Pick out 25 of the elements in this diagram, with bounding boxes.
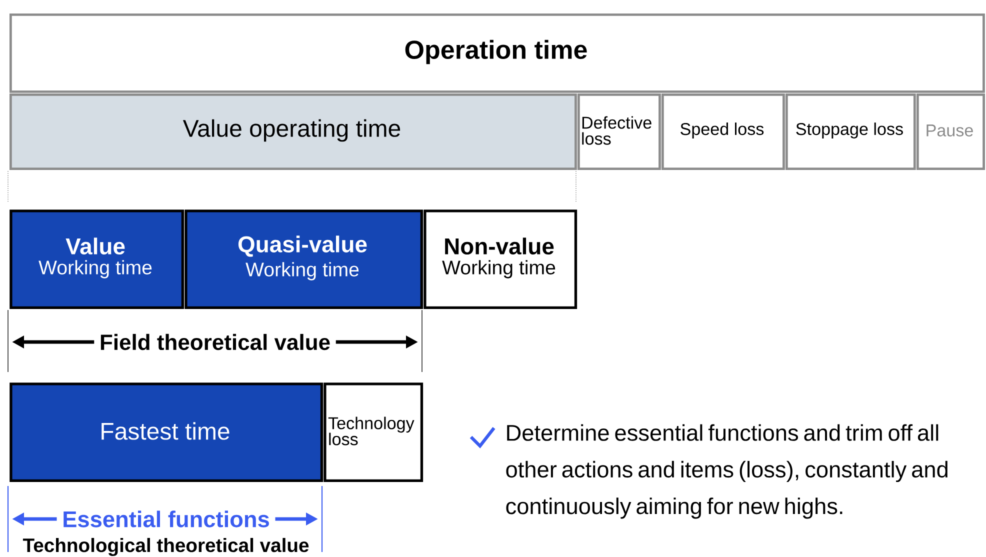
- cell-text: Value Working time: [38, 238, 152, 278]
- time-cell: [9, 93, 577, 170]
- loss-cell: [785, 93, 916, 170]
- cell-text: Non-value Working time: [442, 238, 556, 278]
- time-block: [184, 210, 423, 310]
- loss-cell: [661, 93, 785, 170]
- cell-text: Defective loss: [582, 116, 652, 145]
- time-block: [10, 382, 324, 482]
- dimension-label: Field theoretical value: [94, 332, 336, 352]
- dimension-label: Essential functions: [56, 509, 276, 529]
- cell-text: Operation time: [405, 40, 587, 64]
- cell-text: Fastest time: [102, 422, 230, 440]
- loss-cell: [916, 93, 985, 170]
- note-text: Determine essential functions and trim off all other actions and items (loss), constantly and continuously aiming for new highs.: [506, 424, 948, 519]
- dimension-label: Technological theoretical value: [17, 536, 315, 557]
- cell-text: Speed loss: [680, 122, 764, 138]
- cell-text: Pause: [926, 124, 973, 136]
- cell-text: Stoppage loss: [796, 122, 903, 138]
- time-block: [10, 210, 184, 310]
- time-block: [324, 382, 424, 482]
- cell-text: Technology loss: [328, 416, 414, 446]
- cell-text: Value operating time: [182, 119, 400, 142]
- loss-cell: [577, 93, 661, 170]
- cell-text: Quasi-value Working time: [238, 236, 367, 280]
- time-block: [424, 210, 578, 310]
